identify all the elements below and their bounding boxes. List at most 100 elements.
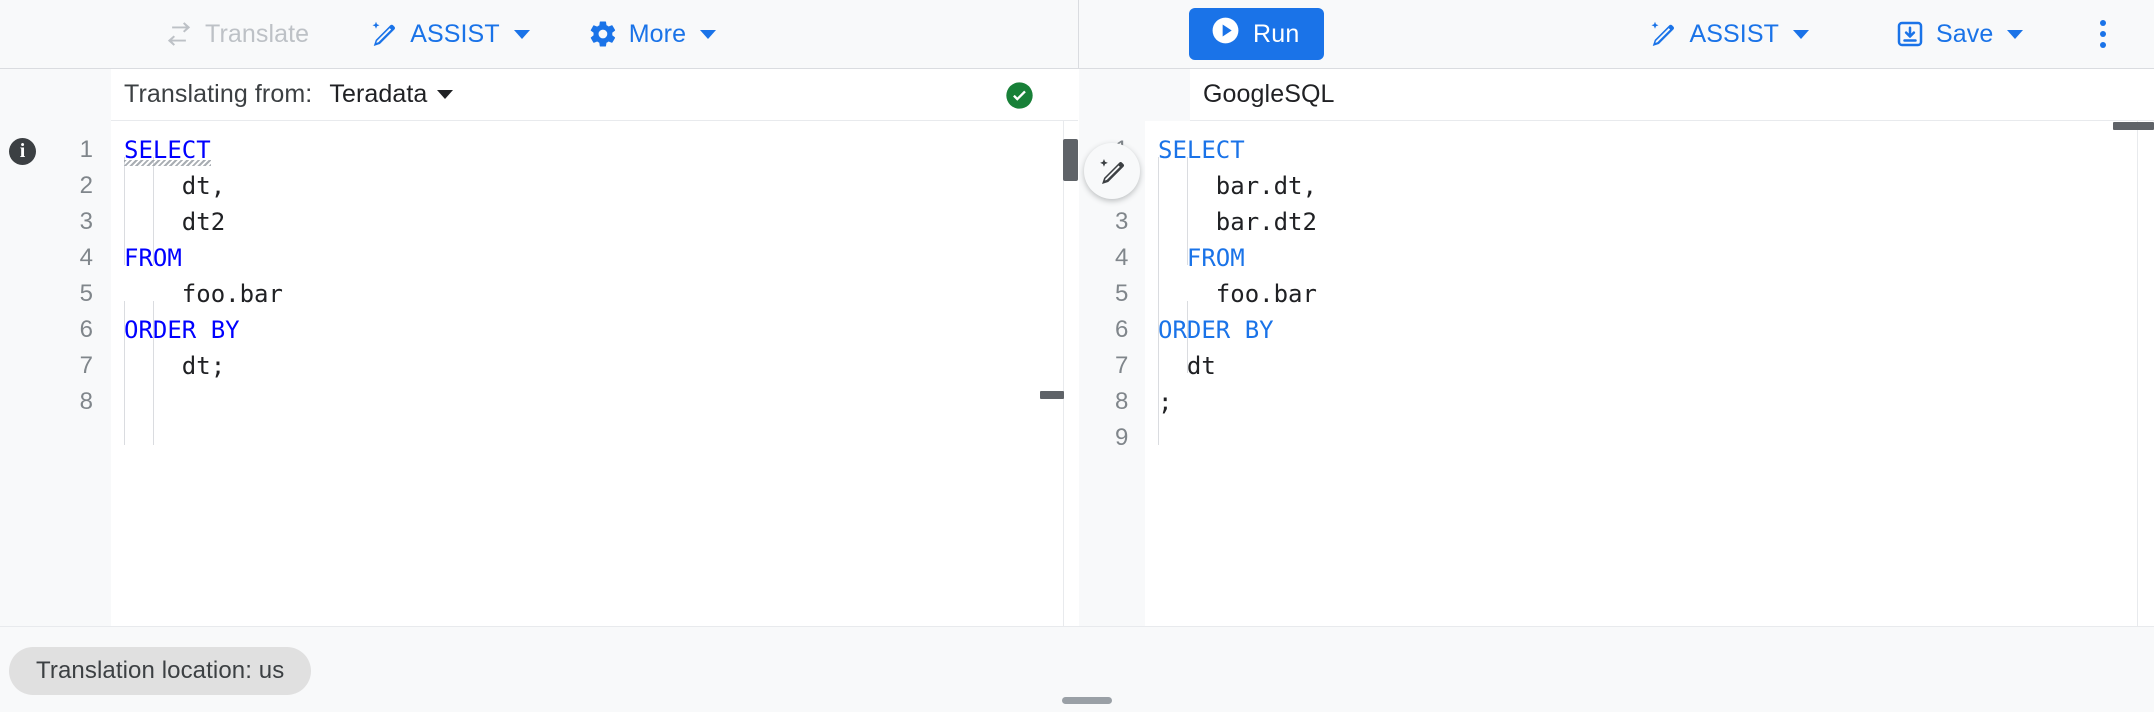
indent-guide: [124, 301, 125, 373]
sql-text: ;: [1158, 388, 1173, 416]
sql-text: foo.bar: [124, 280, 283, 308]
code-line: SELECT: [124, 132, 1078, 168]
translate-button[interactable]: Translate: [152, 12, 321, 56]
assist-button-right[interactable]: ASSIST: [1636, 12, 1821, 56]
code-line: FROM: [1158, 240, 2154, 276]
line-number: 7: [1115, 352, 1129, 379]
sql-text: dt,: [124, 172, 226, 200]
source-editor-scroll-track[interactable]: [1063, 121, 1064, 626]
target-dialect-label: GoogleSQL: [1203, 80, 1335, 108]
target-scroll-marker[interactable]: [2113, 122, 2154, 130]
run-button[interactable]: Run: [1189, 8, 1325, 60]
source-line-numbers: 1 2 3 4 5 6 7 8: [45, 121, 111, 626]
kebab-menu-icon: [2100, 20, 2107, 26]
line-number: 2: [79, 172, 93, 199]
save-button[interactable]: Save: [1883, 12, 2035, 56]
code-line: bar.dt,: [1158, 168, 2154, 204]
sql-text: foo.bar: [1158, 280, 1317, 308]
source-dialect-value: Teradata: [329, 80, 428, 108]
code-line: dt,: [124, 168, 1078, 204]
sql-keyword: SELECT: [1158, 136, 1245, 164]
code-line: [124, 384, 1078, 420]
line-number: 4: [79, 244, 93, 271]
magic-wand-edit-icon: [1099, 158, 1124, 184]
indent-guide: [124, 157, 125, 265]
target-editor-scroll-track[interactable]: [2137, 121, 2138, 626]
info-icon[interactable]: i: [9, 138, 36, 165]
validation-status-badge: [1004, 80, 1035, 116]
more-label: More: [628, 19, 687, 48]
chevron-down-icon: [2007, 29, 2024, 39]
source-header-body: Translating from: Teradata: [111, 69, 1078, 121]
line-number: 8: [1115, 388, 1129, 415]
toolbar-divider: [1078, 0, 1079, 69]
translation-location-chip[interactable]: Translation location: us: [9, 647, 312, 695]
translate-swap-icon: [164, 19, 194, 49]
target-panel-header: GoogleSQL: [1079, 68, 2154, 121]
code-line: dt: [1158, 348, 2154, 384]
line-number: 7: [79, 352, 93, 379]
code-line: ORDER BY: [124, 312, 1078, 348]
sql-keyword: ORDER BY: [1158, 316, 1274, 344]
assist-label-right: ASSIST: [1689, 19, 1779, 48]
code-line: SELECT: [1158, 132, 2154, 168]
overflow-menu-button[interactable]: [2081, 12, 2125, 56]
save-label: Save: [1936, 19, 1994, 48]
line-number: 9: [1115, 424, 1129, 451]
save-download-icon: [1895, 19, 1925, 49]
sql-keyword: FROM: [1158, 244, 1245, 272]
line-number: 3: [1115, 208, 1129, 235]
line-number: 1: [79, 136, 93, 163]
assist-button-left[interactable]: ASSIST: [357, 12, 542, 56]
code-line: ;: [1158, 384, 2154, 420]
assist-label-left: ASSIST: [410, 19, 500, 48]
translate-label: Translate: [205, 19, 310, 48]
indent-guide: [1187, 301, 1188, 373]
toolbar-left-group: Translate ASSIST: [0, 0, 1078, 69]
source-info-column: i: [0, 121, 45, 626]
toolbar-right-group: Run ASSIST: [1078, 0, 2154, 69]
sql-text: bar.dt,: [1158, 172, 1317, 200]
indent-guide: [1187, 157, 1188, 265]
chevron-down-icon: [513, 29, 530, 39]
target-header-gutter: [1079, 68, 1190, 121]
kebab-dot: [2100, 31, 2107, 37]
resize-handle[interactable]: [1062, 697, 1112, 704]
target-line-numbers: 123456789: [1079, 121, 1145, 626]
code-line: foo.bar: [1158, 276, 2154, 312]
error-squiggle: [124, 160, 211, 166]
line-number: 5: [79, 280, 93, 307]
assist-fab-button[interactable]: [1084, 143, 1140, 199]
target-sql-editor[interactable]: 123456789 SELECT bar.dt, bar.dt2 FROM fo…: [1079, 121, 2154, 626]
magic-wand-icon: [1648, 19, 1678, 49]
line-number: 8: [79, 388, 93, 415]
more-button[interactable]: More: [576, 12, 728, 56]
source-scroll-marker[interactable]: [1040, 391, 1064, 399]
source-header-gutter: [0, 68, 111, 121]
sql-text: bar.dt2: [1158, 208, 1317, 236]
code-line: foo.bar: [124, 276, 1078, 312]
source-dialect-selector[interactable]: Teradata: [329, 80, 454, 109]
line-number: 5: [1115, 280, 1129, 307]
line-number: 6: [79, 316, 93, 343]
run-label: Run: [1253, 19, 1300, 48]
chevron-down-icon: [1793, 29, 1809, 39]
check-circle-icon: [1006, 81, 1033, 109]
sql-keyword: SELECT: [124, 136, 211, 164]
panel-splitter-thumb[interactable]: [1063, 139, 1078, 181]
play-circle-icon: [1210, 15, 1241, 53]
code-line: FROM: [124, 240, 1078, 276]
indent-guide: [1158, 157, 1159, 445]
gear-icon: [588, 19, 618, 49]
line-number: 3: [79, 208, 93, 235]
target-header-body: GoogleSQL: [1190, 69, 2154, 121]
source-panel-header: Translating from: Teradata: [0, 68, 1078, 121]
indent-guide: [153, 157, 154, 265]
code-line: bar.dt2: [1158, 204, 2154, 240]
sql-keyword: ORDER BY: [124, 316, 240, 344]
line-number: 4: [1115, 244, 1129, 271]
